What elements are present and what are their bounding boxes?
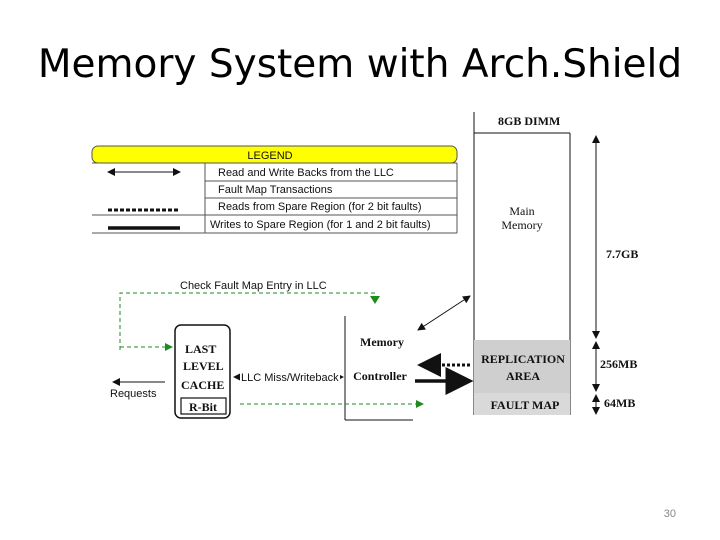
size-main: 7.7GB xyxy=(606,247,638,261)
fault-map-transactions: Check Fault Map Entry in LLC xyxy=(119,280,424,408)
replication-line2: AREA xyxy=(506,369,540,383)
controller-line2: Controller xyxy=(353,369,407,383)
check-fault-map-label: Check Fault Map Entry in LLC xyxy=(180,280,327,292)
legend: LEGEND Read and Write Backs from the LLC… xyxy=(91,145,458,234)
replication-line1: REPLICATION xyxy=(481,352,565,366)
memory-controller: Memory Controller xyxy=(344,316,413,421)
fault-map-box xyxy=(474,393,570,415)
rbit-label: R-Bit xyxy=(189,400,217,414)
rw-main-memory-arrow xyxy=(417,295,471,331)
legend-header: LEGEND xyxy=(247,150,292,162)
size-fault-map: 64MB xyxy=(604,396,635,410)
llc: LAST LEVEL CACHE R-Bit xyxy=(174,324,231,419)
llc-line3: CACHE xyxy=(181,378,224,392)
main-memory-line1: Main xyxy=(509,204,534,218)
size-replication: 256MB xyxy=(600,357,637,371)
main-memory-line2: Memory xyxy=(501,218,542,232)
legend-item-4: Writes to Spare Region (for 1 and 2 bit … xyxy=(210,219,431,231)
controller-line1: Memory xyxy=(360,335,404,349)
dimm: 8GB DIMM Main Memory REPLICATION AREA FA… xyxy=(473,112,638,415)
llc-line1: LAST xyxy=(185,342,216,356)
page-number: 30 xyxy=(663,508,676,520)
legend-item-2: Fault Map Transactions xyxy=(218,184,333,196)
dimm-label: 8GB DIMM xyxy=(498,114,560,128)
requests-label: Requests xyxy=(110,388,157,400)
fault-map-label: FAULT MAP xyxy=(491,398,560,412)
llc-line2: LEVEL xyxy=(183,359,224,373)
llc-miss-label: LLC Miss/Writeback xyxy=(241,372,339,384)
llc-box xyxy=(174,324,231,419)
replication-area-box xyxy=(474,340,570,393)
rbit-box xyxy=(180,397,227,415)
slide-title: Memory System with Arch.Shield xyxy=(37,42,683,87)
legend-item-1: Read and Write Backs from the LLC xyxy=(218,167,394,179)
legend-item-3: Reads from Spare Region (for 2 bit fault… xyxy=(218,201,422,213)
